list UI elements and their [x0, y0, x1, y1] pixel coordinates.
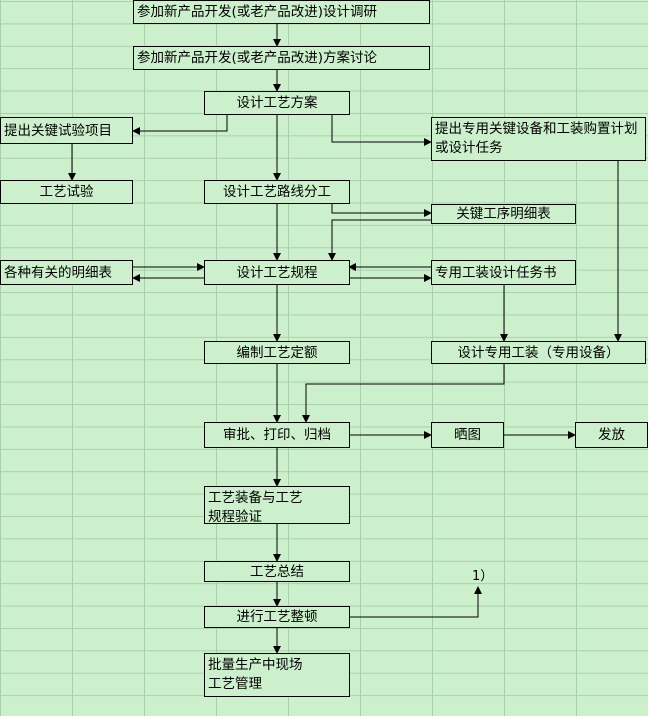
arrow-n7-n8	[331, 204, 432, 217]
node-related-lists: 各种有关的明细表	[0, 260, 133, 285]
node-distribute: 发放	[575, 422, 648, 448]
node-process-quota: 编制工艺定额	[204, 341, 350, 364]
annotation-marker: 1）	[472, 569, 494, 584]
node-key-test-items: 提出关键试验项目	[0, 117, 133, 144]
arrow-n8-n10	[328, 219, 431, 261]
node-process-rectification: 进行工艺整顿	[204, 606, 350, 628]
node-plan-discussion: 参加新产品开发(或老产品改进)方案讨论	[133, 46, 430, 70]
node-tooling-task-book: 专用工装设计任务书	[431, 260, 576, 285]
node-tooling-verification: 工艺装备与工艺规程验证	[204, 486, 350, 525]
node-special-tooling-design: 设计专用工装（专用设备）	[431, 341, 646, 364]
node-blueprint: 晒图	[431, 422, 504, 448]
node-key-operation-list: 关键工序明细表	[431, 204, 576, 224]
node-equipment-purchase: 提出专用关键设备和工装购置计划或设计任务	[431, 117, 646, 161]
node-design-research: 参加新产品开发(或老产品改进)设计调研	[133, 0, 430, 24]
node-process-test: 工艺试验	[0, 180, 133, 204]
node-process-spec: 设计工艺规程	[204, 260, 350, 285]
node-approve-print-archive: 审批、打印、归档	[204, 422, 350, 448]
arrow-n3-n5	[331, 114, 432, 146]
node-site-management: 批量生产中现场工艺管理	[204, 653, 350, 697]
arrow-n3-n4	[132, 114, 228, 135]
node-process-summary: 工艺总结	[204, 561, 350, 582]
arrow-n19-note	[349, 586, 482, 618]
arrow-n13-n14	[302, 364, 505, 423]
node-route-division: 设计工艺路线分工	[204, 180, 350, 204]
node-process-plan: 设计工艺方案	[204, 91, 350, 115]
